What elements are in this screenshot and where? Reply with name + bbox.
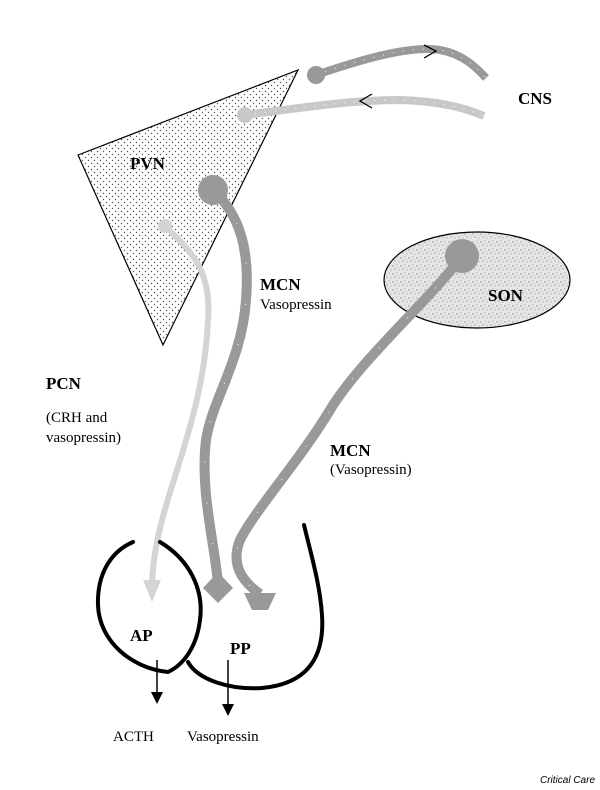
vasopressin-output-arrow	[222, 660, 234, 716]
pcn-sublabel-1: (CRH and	[46, 410, 108, 426]
mcn-top-label: MCN	[260, 275, 301, 294]
posterior-pituitary-outline	[186, 523, 325, 691]
pcn-sublabel-2: vasopressin)	[46, 430, 121, 446]
credit-label: Critical Care	[540, 775, 595, 786]
son-region	[383, 231, 571, 329]
cns-afferent-pathway	[237, 93, 486, 123]
mcn-top-sublabel: Vasopressin	[260, 297, 332, 313]
vasopressin-output-label: Vasopressin	[187, 729, 259, 745]
mcn-right-label: MCN	[330, 441, 371, 460]
son-label: SON	[488, 286, 524, 305]
acth-output-arrow	[151, 660, 163, 704]
mcn-son-pathway	[231, 239, 479, 610]
pp-label: PP	[230, 639, 251, 658]
mcn-right-sublabel: (Vasopressin)	[330, 462, 412, 478]
pcn-pathway	[143, 219, 212, 602]
anterior-pituitary-outline	[95, 540, 203, 675]
ap-label: AP	[130, 626, 153, 645]
pvn-label: PVN	[130, 154, 166, 173]
acth-label: ACTH	[113, 729, 154, 745]
cns-efferent-pathway	[307, 44, 489, 84]
pcn-label: PCN	[46, 374, 82, 393]
mcn-pvn-pathway	[198, 175, 252, 603]
cns-label: CNS	[518, 89, 552, 108]
